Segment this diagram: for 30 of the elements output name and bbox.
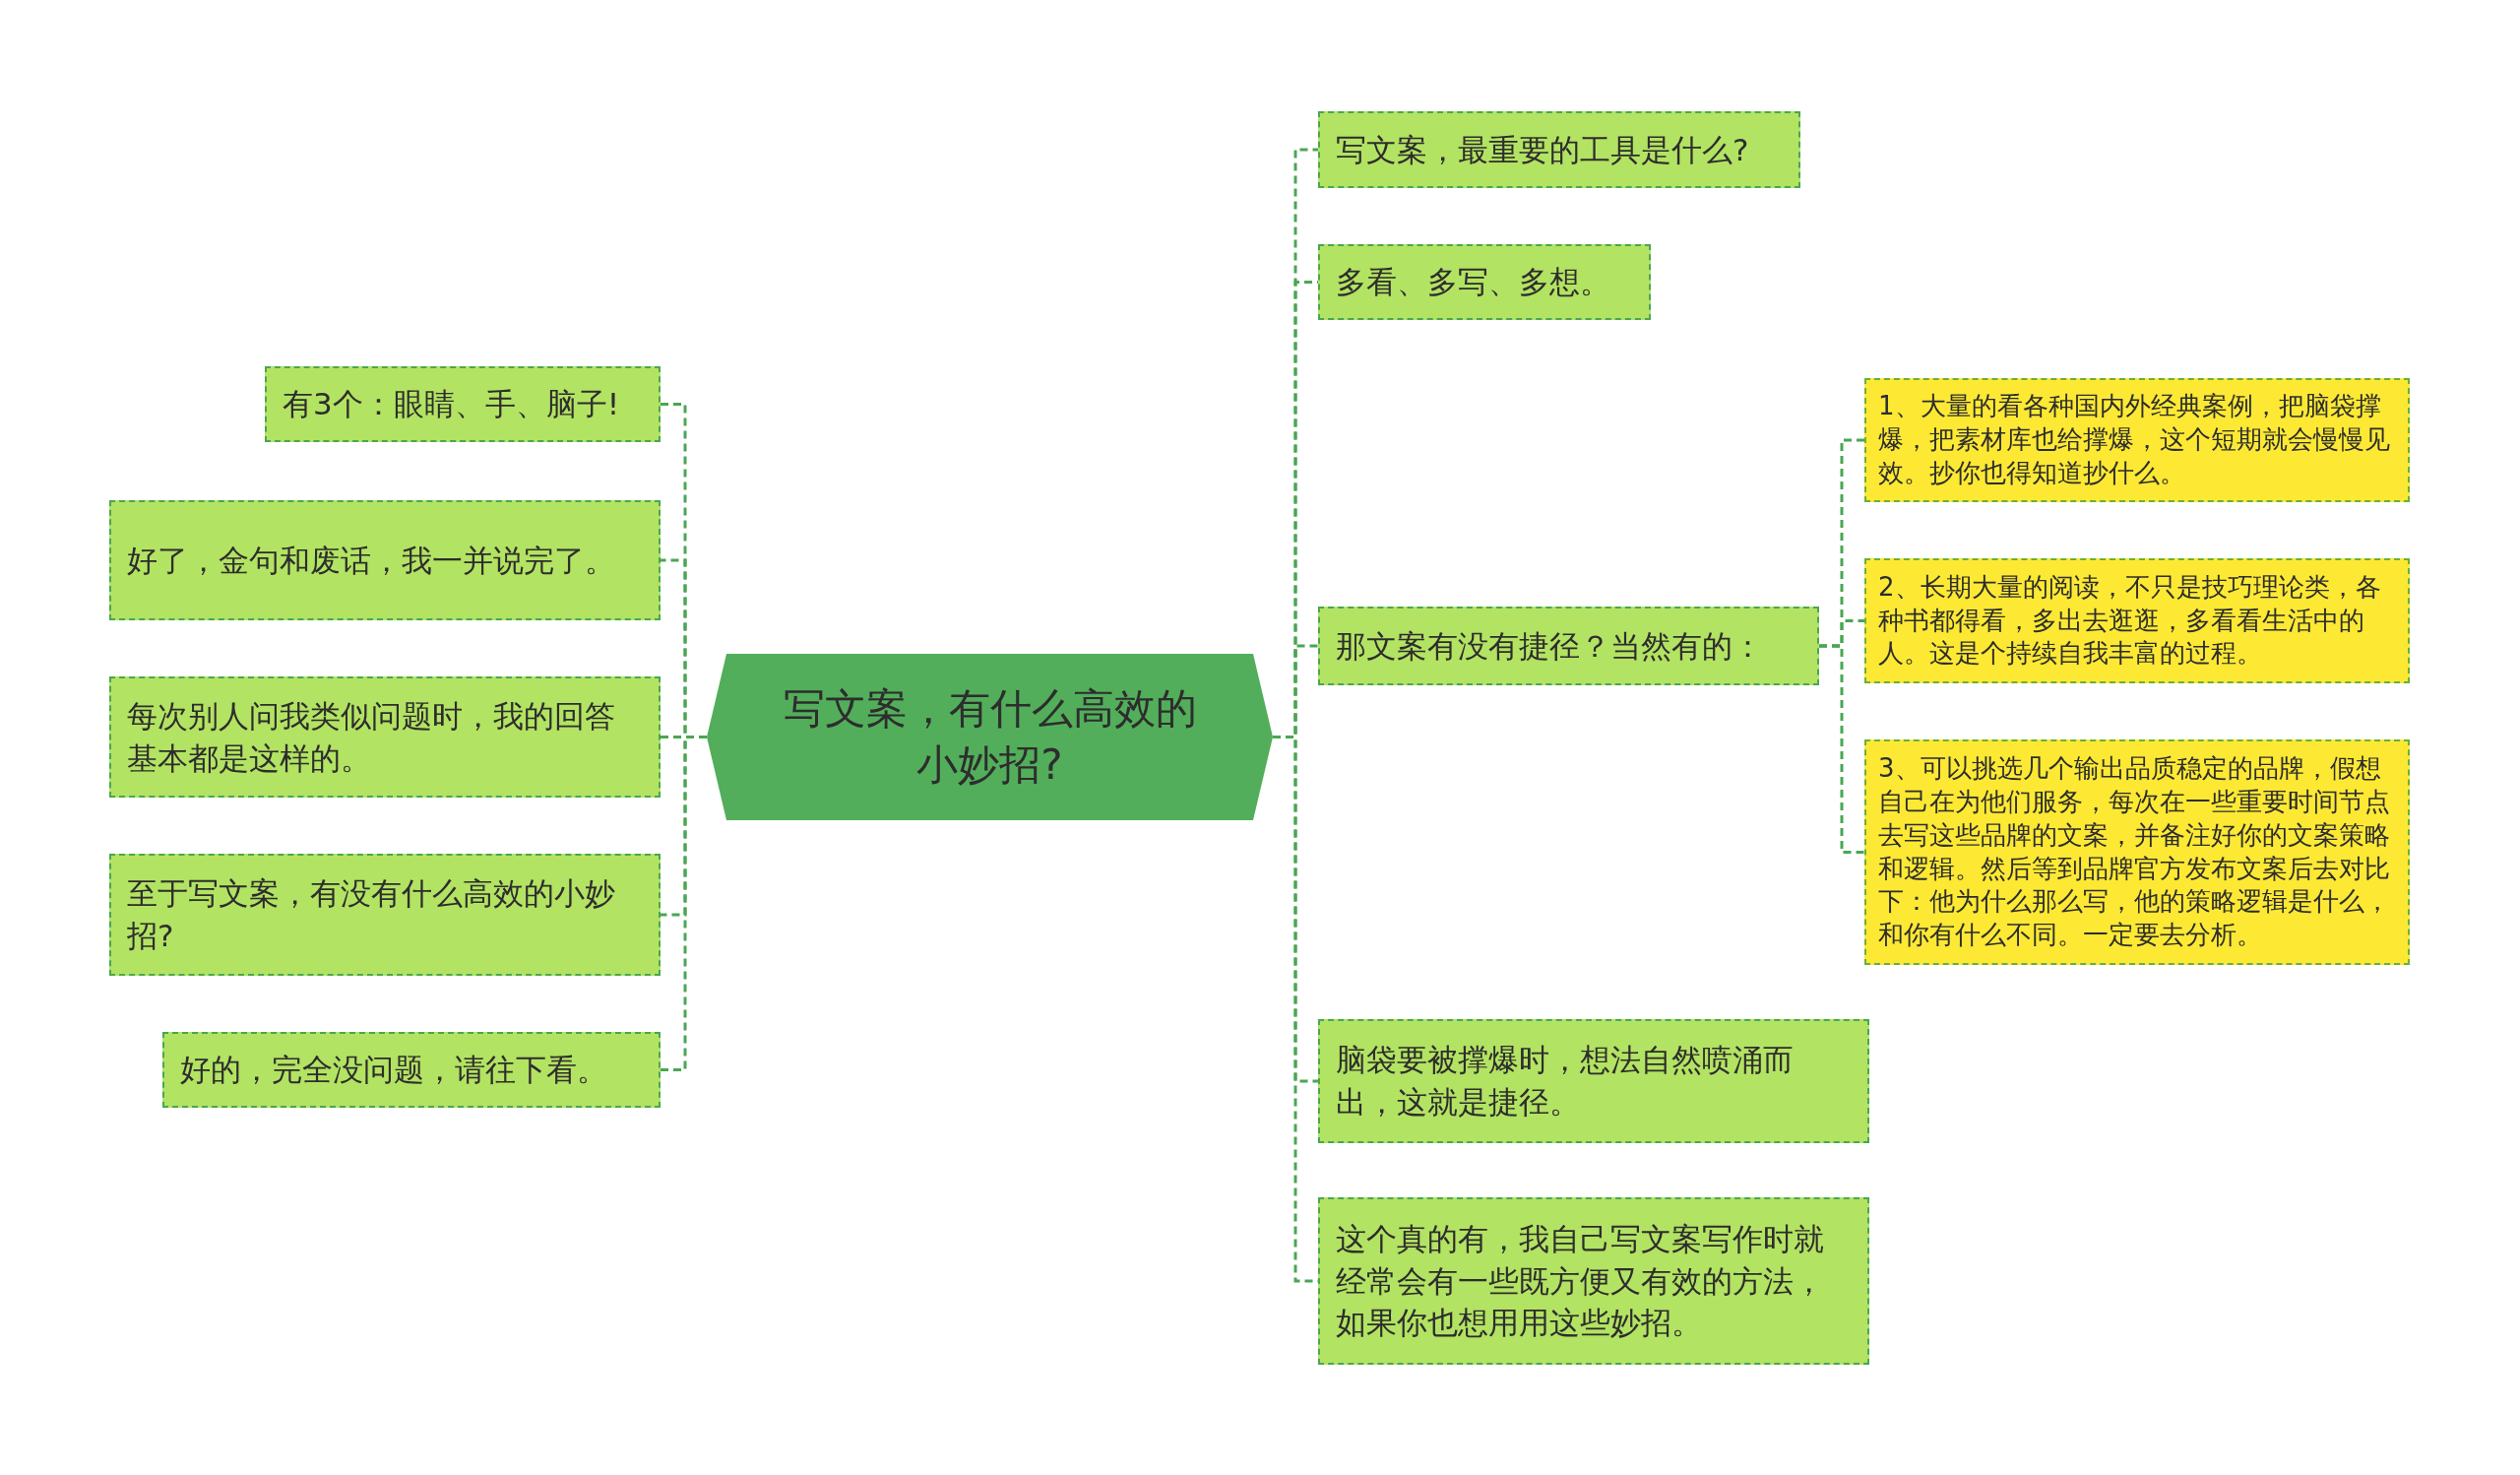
topic-text: 每次别人问我类似问题时，我的回答基本都是这样的。: [127, 696, 616, 778]
topic-box: [1864, 558, 2410, 683]
topic-text: 3、可以挑选几个输出品质稳定的品牌，假想自己在为他们服务，每次在一些重要时间节点去写这些品牌的文案，并备注好你的文案策略和逻辑。然后等到品牌官方发布文案后去对比下：他为什么那么写，他的策略逻辑是什么，和你有什么不同。一定要去分析。: [1878, 752, 2391, 952]
topic-text: 好了，金句和废话，我一并说完了。: [127, 541, 615, 580]
connector-line: [661, 736, 707, 1071]
topic-box: [109, 676, 661, 798]
topic-text: 好的，完全没问题，请往下看。: [180, 1051, 607, 1090]
topic-text: 这个真的有，我自己写文案写作时就经常会有一些既方便又有效的方法，如果你也想用用这些妙招。: [1336, 1219, 1825, 1343]
topic-box: [109, 854, 661, 976]
topic-box: [1318, 111, 1800, 188]
topic-text: 有3个：眼睛、手、脑子!: [283, 385, 620, 424]
topic-box: [1864, 378, 2410, 502]
topic-box: [1864, 739, 2410, 965]
topic-text: 1、大量的看各种国内外经典案例，把脑袋撑爆，把素材库也给撑爆，这个短期就会慢慢见效。抄你也得知道抄什么。: [1878, 390, 2391, 489]
topic-text: 那文案有没有捷径？当然有的：: [1336, 626, 1763, 666]
topic-text: 2、长期大量的阅读，不只是技巧理论类，各种书都得看，多出去逛逛，多看看生活中的人。这是个持续自我丰富的过程。: [1878, 570, 2382, 671]
topic-box: [1318, 244, 1651, 320]
topic-box: [162, 1032, 661, 1108]
topic-box: [1318, 1019, 1869, 1143]
topic-text: 脑袋要被撑爆时，想法自然喷涌而出，这就是捷径。: [1336, 1041, 1795, 1122]
topic-box: [265, 366, 661, 442]
connector-line: [1819, 644, 1864, 854]
central-topic-hexagon: [707, 654, 1273, 820]
topic-box: [109, 500, 661, 620]
topic-text: 多看、多写、多想。: [1336, 263, 1610, 302]
topic-text: 写文案，最重要的工具是什么?: [1336, 130, 1749, 169]
topic-box: [1318, 1197, 1869, 1365]
topic-box: [1318, 607, 1819, 685]
topic-text: 至于写文案，有没有什么高效的小妙招?: [127, 874, 616, 955]
topic-text: 写文案，有什么高效的小妙招?: [782, 682, 1198, 791]
